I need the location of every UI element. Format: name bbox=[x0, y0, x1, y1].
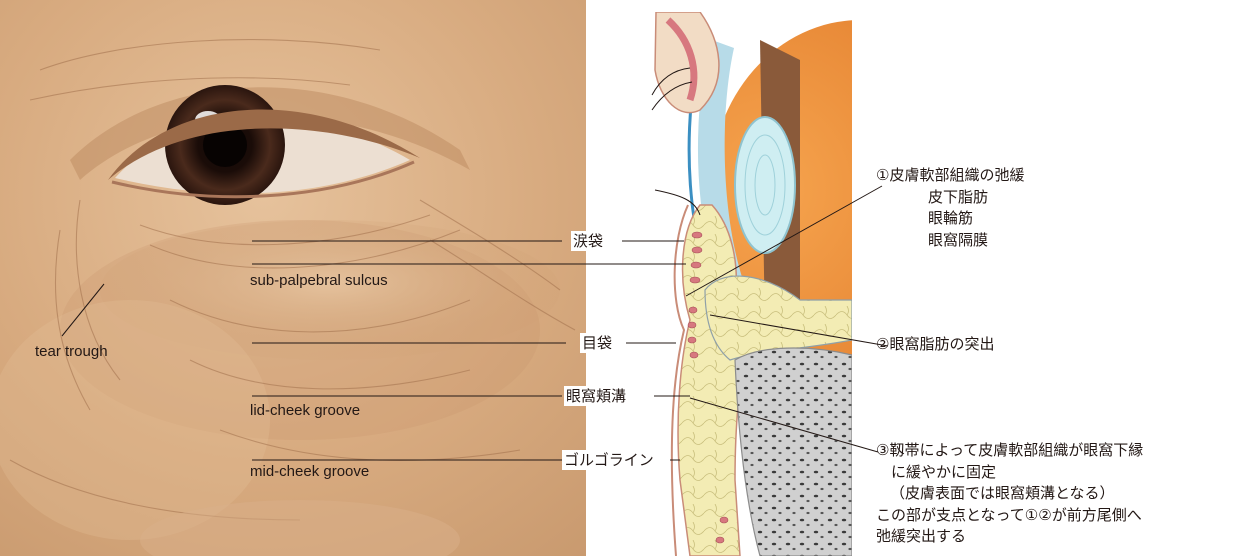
note-3-line: 弛緩突出する bbox=[876, 526, 1248, 548]
note-3-line: ③靱帯によって皮膚軟部組織が眼窩下縁 bbox=[876, 440, 1248, 462]
label-ganka-kyoko: 眼窩頬溝 bbox=[564, 386, 628, 406]
note-3-line: に緩やかに固定 bbox=[876, 462, 1248, 484]
label-me-bukuro: 目袋 bbox=[580, 333, 614, 353]
orbital-fat bbox=[678, 205, 745, 556]
label-lid-cheek-groove: lid-cheek groove bbox=[250, 401, 360, 421]
note-2: ②眼窩脂肪の突出 bbox=[876, 334, 994, 354]
lens bbox=[735, 117, 795, 253]
note-3-line: この部が支点となって①②が前方尾側へ bbox=[876, 505, 1248, 527]
label-namida-bukuro: 涙袋 bbox=[571, 231, 605, 251]
note-1-title: ①皮膚軟部組織の弛緩 bbox=[876, 165, 1024, 187]
note-1-item: 皮下脂肪 bbox=[876, 187, 1024, 209]
note-1-item: 眼輪筋 bbox=[876, 208, 1024, 230]
note-1-item: 眼窩隔膜 bbox=[876, 230, 1024, 252]
label-sub-palpebral-sulcus: sub-palpebral sulcus bbox=[250, 271, 388, 291]
label-mid-cheek-groove: mid-cheek groove bbox=[250, 462, 369, 482]
note-3-line: （皮膚表面では眼窩頬溝となる） bbox=[876, 483, 1248, 505]
orbital-bone bbox=[735, 348, 852, 556]
note-1: ①皮膚軟部組織の弛緩 皮下脂肪 眼輪筋 眼窩隔膜 bbox=[876, 165, 1024, 251]
label-tear-trough: tear trough bbox=[35, 342, 108, 362]
label-golgo-line: ゴルゴライン bbox=[562, 450, 656, 470]
note-3: ③靱帯によって皮膚軟部組織が眼窩下縁 に緩やかに固定 （皮膚表面では眼窩頬溝とな… bbox=[876, 440, 1248, 548]
